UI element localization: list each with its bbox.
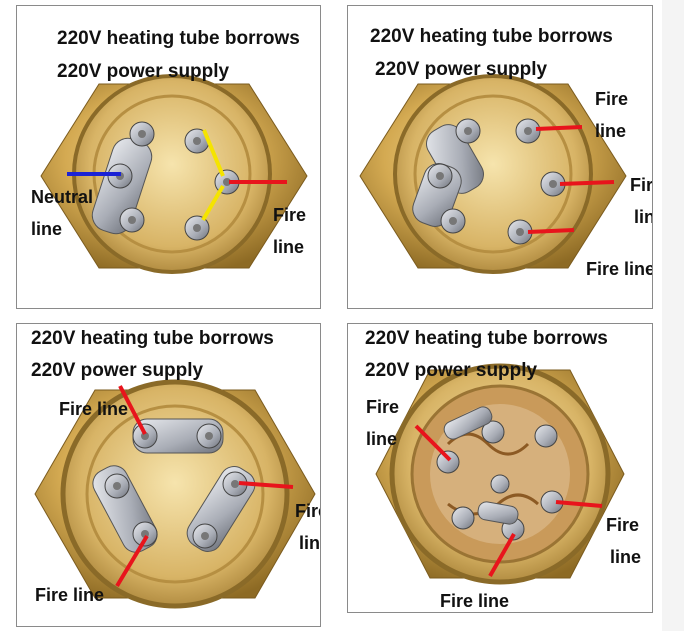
fire-b-label-2: line — [610, 547, 642, 567]
fire-a-label: Fire line — [59, 399, 129, 419]
fire-line-marker-top — [118, 385, 147, 435]
heating-tube-photo-4 — [375, 363, 625, 585]
panel-neutral-fire-wiring: 220V heating tube borrows 220V power sup… — [16, 5, 321, 309]
fire-b-label-1: Fire — [295, 501, 320, 521]
heating-tube-photo-3 — [34, 379, 316, 609]
panel-star-fire-wiring: 220V heating tube borrows 220V power sup… — [16, 323, 321, 627]
neutral-label-2: line — [31, 219, 63, 239]
fire-label-1: Fire — [273, 205, 307, 225]
fire-a-label-1: Fire — [366, 397, 400, 417]
fire-line-marker-bottom — [115, 534, 149, 588]
fire-b-label-2: line — [299, 533, 320, 553]
panel-title-line2: 220V power supply — [365, 360, 538, 381]
fire-line-marker-bottom — [527, 228, 575, 234]
fire-c-label: Fire line — [440, 591, 510, 611]
fire-b-label-2: line — [634, 207, 652, 227]
right-edge-strip — [662, 0, 684, 631]
panel-title-line1: 220V heating tube borrows — [365, 328, 608, 349]
fire-b-label-1: Fire — [630, 175, 653, 195]
panel-title-line1: 220V heating tube borrows — [57, 28, 300, 49]
fire-b-label-1: Fire — [606, 515, 640, 535]
jumper-wire-upper — [202, 129, 225, 177]
jumper-wire-lower — [201, 184, 225, 222]
fire-line-marker-middle — [559, 180, 615, 186]
panel-title-line2: 220V power supply — [375, 59, 548, 80]
fire-c-label: Fire line — [35, 585, 105, 605]
fire-a-label-1: Fire — [595, 89, 629, 109]
fire-a-label-2: line — [366, 429, 398, 449]
fire-line-marker-right — [238, 481, 294, 489]
fire-line-marker-top — [535, 125, 583, 131]
panel-title-line1: 220V heating tube borrows — [370, 26, 613, 47]
panel-title-line2: 220V power supply — [57, 61, 230, 82]
fire-line-marker-right — [555, 500, 603, 508]
fire-c-label: Fire line — [586, 259, 653, 279]
heating-tube-photo-2 — [359, 74, 627, 274]
fire-line-marker-top — [414, 424, 452, 462]
fire-a-label-2: line — [595, 121, 627, 141]
panel-title-line1: 220V heating tube borrows — [31, 328, 274, 349]
panel-title-line2: 220V power supply — [31, 360, 204, 381]
fire-label-2: line — [273, 237, 305, 257]
panel-open-element-wiring: 220V heating tube borrows 220V power sup… — [347, 323, 653, 613]
heating-tube-photo-1 — [40, 74, 308, 274]
panel-three-fire-wiring: 220V heating tube borrows 220V power sup… — [347, 5, 653, 309]
neutral-label-1: Neutral — [31, 187, 94, 207]
fire-line-marker-bottom — [488, 533, 516, 577]
